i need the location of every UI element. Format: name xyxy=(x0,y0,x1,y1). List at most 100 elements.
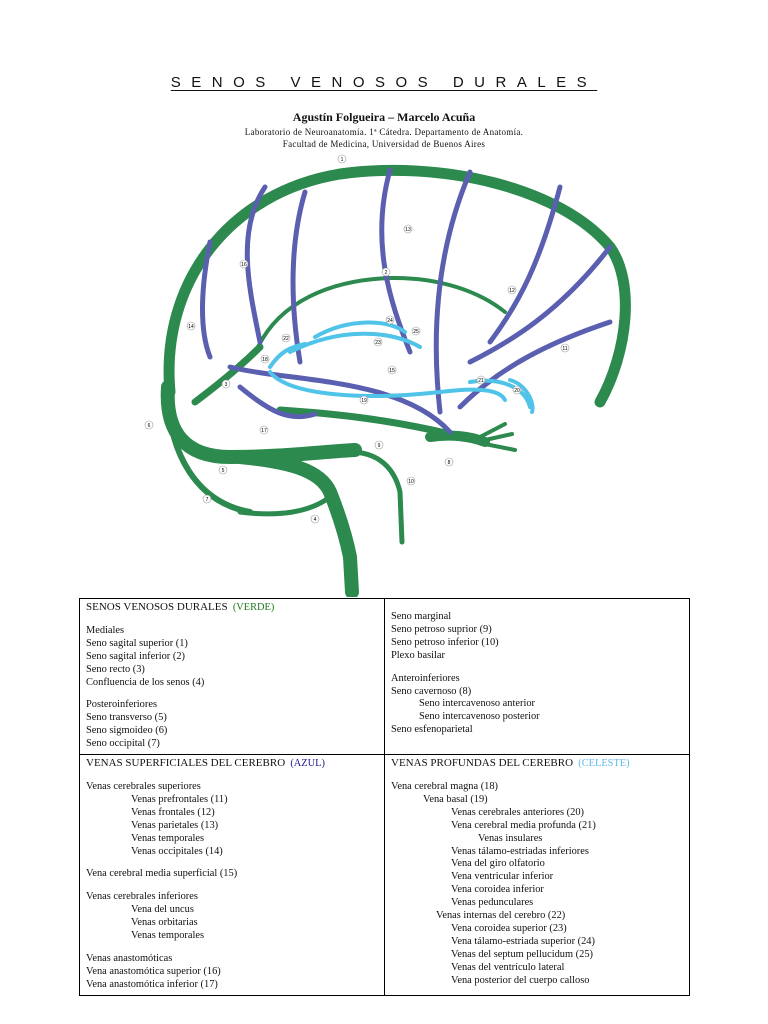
anastomotic-inferior-vein xyxy=(237,384,318,420)
marker-3: 3 xyxy=(221,379,231,389)
marker-18: 18 xyxy=(260,354,270,364)
inferiores-title: Venas cerebrales inferiores xyxy=(86,891,198,903)
sigmoid-sinus xyxy=(233,450,359,597)
figure-number-markers: 1 2 3 4 5 6 7 8 9 10 11 12 13 14 15 16 1… xyxy=(144,154,570,524)
marker-5: 5 xyxy=(218,465,228,475)
legend-item: Venas del ventrículo lateral xyxy=(451,961,565,973)
legend-item: Seno sigmoideo (6) xyxy=(86,725,168,737)
thalamostriate-vein xyxy=(313,320,407,339)
legend-item: Seno esfenoparietal xyxy=(391,724,473,736)
legend-item: Vena cerebral media superficial (15) xyxy=(86,868,238,880)
legend-item: Venas internas del cerebro (22) xyxy=(436,910,566,922)
legend-table: SENOS VENOSOS DURALES (VERDE) Mediales S… xyxy=(79,597,690,996)
marginal-sinus xyxy=(237,494,333,517)
legend-item: Venas del septum pellucidum (25) xyxy=(451,948,593,960)
legend-item: Venas tálamo-estriadas inferiores xyxy=(451,845,589,857)
legend-item: Seno intercavenoso anterior xyxy=(419,698,535,710)
senos-heading: SENOS VENOSOS DURALES (VERDE) xyxy=(86,601,275,613)
occipital-vein xyxy=(200,239,213,360)
marker-13: 13 xyxy=(403,224,413,234)
legend-item: Seno cavernoso (8) xyxy=(391,685,472,697)
occipital-sinus xyxy=(165,394,253,515)
legend-item: Venas insulares xyxy=(478,832,543,844)
svg-text:2: 2 xyxy=(385,270,388,276)
legend-item: Venas cerebrales anteriores (20) xyxy=(451,806,584,818)
svg-text:11: 11 xyxy=(562,346,567,352)
legend-item: Venas temporales xyxy=(131,930,204,942)
cavernous-sinus xyxy=(425,430,490,447)
legend-item: Seno sagital superior (1) xyxy=(86,637,188,649)
legend-item: Vena cerebral magna (18) xyxy=(391,780,499,792)
legend-item: Vena tálamo-estriada superior (24) xyxy=(451,935,595,947)
sphenoparietal-sinus xyxy=(478,422,517,452)
marker-8: 8 xyxy=(444,457,454,467)
marker-2: 2 xyxy=(381,267,391,277)
svg-text:12: 12 xyxy=(509,288,515,294)
marker-7: 7 xyxy=(202,494,212,504)
affiliation-line-1: Laboratorio de Neuroanatomía. 1ª Cátedra… xyxy=(244,127,524,137)
dural-sinuses xyxy=(160,164,631,597)
legend-item: Seno occipital (7) xyxy=(86,738,160,750)
legend-item: Seno recto (3) xyxy=(86,663,145,675)
legend-item: Venas pedunculares xyxy=(451,897,534,909)
prefrontal-vein-2 xyxy=(433,169,473,415)
svg-text:13: 13 xyxy=(405,227,411,233)
legend-item: Venas prefrontales (11) xyxy=(131,793,228,805)
profundas-heading: VENAS PROFUNDAS DEL CEREBRO (CELESTE) xyxy=(391,757,630,770)
inferior-sagittal-sinus xyxy=(256,275,507,349)
superiores-title: Venas cerebrales superiores xyxy=(86,780,201,792)
legend-item: Venas orbitarias xyxy=(131,917,198,929)
svg-text:19: 19 xyxy=(361,398,367,404)
svg-text:7: 7 xyxy=(206,497,209,503)
marker-6: 6 xyxy=(144,420,154,430)
legend-item: Vena posterior del cuerpo calloso xyxy=(451,974,590,986)
legend-item: Seno transverso (5) xyxy=(86,712,167,724)
internal-cerebral-vein xyxy=(288,331,422,354)
superficiales-heading: VENAS SUPERFICIALES DEL CEREBRO (AZUL) xyxy=(86,757,325,770)
svg-text:20: 20 xyxy=(514,388,520,394)
profundas-cell: VENAS PROFUNDAS DEL CEREBRO (CELESTE) Ve… xyxy=(384,754,690,996)
marker-17: 17 xyxy=(259,425,269,435)
marker-21: 21 xyxy=(476,375,486,385)
legend-item: Vena coroidea superior (23) xyxy=(451,922,567,934)
legend-item: Seno petroso suprior (9) xyxy=(391,623,492,635)
anteroinferiores-title: Anteroinferiores xyxy=(391,672,460,684)
svg-text:22: 22 xyxy=(283,336,289,342)
dural-sinus-illustration: 1 2 3 4 5 6 7 8 9 10 11 12 13 14 15 16 1… xyxy=(144,154,631,597)
legend-item: Vena del uncus xyxy=(131,904,194,916)
deep-veins xyxy=(268,320,535,414)
celeste-tag: (CELESTE) xyxy=(578,758,630,770)
legend-item: Vena coroidea inferior xyxy=(451,884,544,896)
inferior-petrosal-sinus xyxy=(347,449,405,545)
affiliation-line-2: Facultad de Medicina, Universidad de Bue… xyxy=(282,139,486,149)
prefrontal-vein xyxy=(487,184,563,345)
svg-text:3: 3 xyxy=(225,382,228,388)
page-title: SENOS VENOSOS DURALES xyxy=(170,74,598,91)
anterior-cerebral-vein xyxy=(508,378,535,414)
legend-item: Venas frontales (12) xyxy=(131,806,215,818)
legend-item: Vena cerebral media profunda (21) xyxy=(451,819,596,831)
anastomotic-superior-vein xyxy=(290,189,308,365)
frontal-vein xyxy=(467,244,613,365)
superficial-veins xyxy=(200,167,613,435)
superior-petrosal-sinus xyxy=(276,406,454,438)
marker-14: 14 xyxy=(186,321,196,331)
svg-text:1: 1 xyxy=(341,157,344,163)
legend-item: Venas occipitales (14) xyxy=(131,845,223,857)
superficial-middle-cerebral-vein xyxy=(227,364,453,435)
marker-10: 10 xyxy=(406,476,416,486)
legend-item: Vena anastomótica inferior (17) xyxy=(86,978,218,990)
superficiales-cell: VENAS SUPERFICIALES DEL CEREBRO (AZUL) V… xyxy=(79,754,385,996)
legend-item: Seno petroso inferior (10) xyxy=(391,636,499,648)
marker-12: 12 xyxy=(507,285,517,295)
legend-item: Vena anastomótica superior (16) xyxy=(86,965,221,977)
svg-text:6: 6 xyxy=(148,423,151,429)
legend-item: Seno intercavenoso posterior xyxy=(419,711,540,723)
svg-text:4: 4 xyxy=(314,517,317,523)
senos-left-cell: SENOS VENOSOS DURALES (VERDE) Mediales S… xyxy=(79,597,385,756)
legend-item: Seno sagital inferior (2) xyxy=(86,650,185,662)
verde-tag: (VERDE) xyxy=(232,602,275,613)
legend-item: Vena del giro olfatorio xyxy=(451,858,545,870)
svg-text:14: 14 xyxy=(188,324,194,330)
frontal-vein-2 xyxy=(457,319,613,410)
